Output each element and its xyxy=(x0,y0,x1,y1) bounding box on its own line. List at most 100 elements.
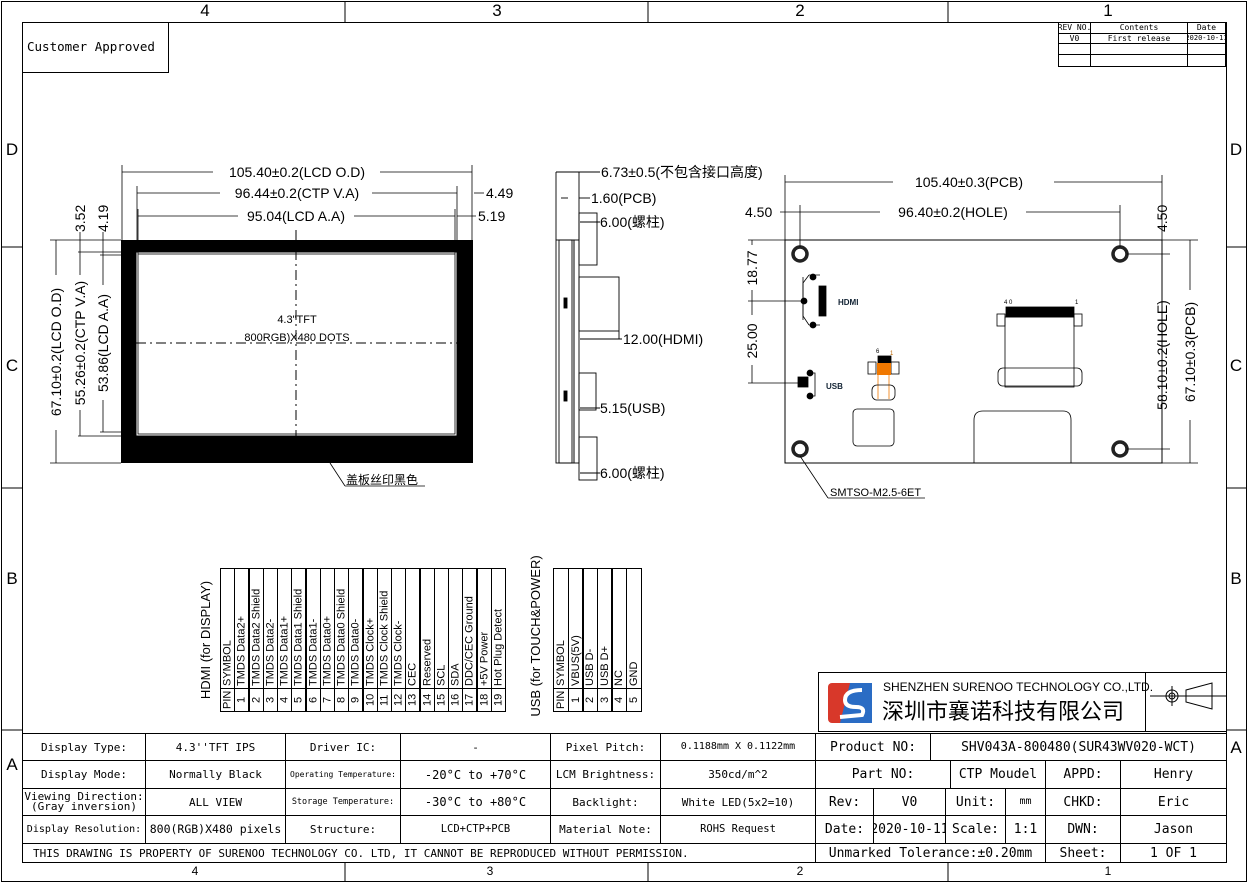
dim-right-offset-2: 5.19 xyxy=(478,208,505,224)
pin-symbol: TMDS Data2+ xyxy=(235,616,248,686)
pin-table-row: TMDS Clock-12 xyxy=(391,568,406,712)
pin-symbol: TMDS Data1 Shield xyxy=(292,588,305,686)
pin-number: 5 xyxy=(628,696,640,704)
dim-lcd-od-height: 67.10±0.2(LCD O.D) xyxy=(48,288,64,416)
pin-symbol: CEC xyxy=(406,662,419,686)
pin-number: 6 xyxy=(307,696,320,704)
pin-number: 10 xyxy=(364,693,377,707)
pin-number: 15 xyxy=(435,693,448,707)
pin-table-row: USB D- 2 xyxy=(582,568,598,712)
dim-top-offset-2: 4.19 xyxy=(95,205,111,232)
pin-number: 9 xyxy=(349,696,362,704)
pin-number: 13 xyxy=(406,693,419,707)
pin-number: 1 xyxy=(570,696,582,704)
panel-size-text: 4.3"TFT xyxy=(277,314,317,326)
dim-hole-spacing-height: 58.10±0.2(HOLE) xyxy=(1154,300,1170,410)
pin-table-row: NC 4 xyxy=(611,568,627,712)
dim-usb-position: 25.00 xyxy=(744,323,760,358)
pin-table-row: VBUS(5V)1 xyxy=(568,568,584,712)
pin-table-row: SCL 15 xyxy=(434,568,449,712)
usb-table-title: USB (for TOUCH&POWER) xyxy=(528,555,543,716)
cover-print-note: 盖板丝印黑色 xyxy=(346,473,418,487)
pin-table-row: TMDS Data2+ 1 xyxy=(234,568,249,712)
usb-connector-label: USB xyxy=(826,382,843,391)
fpc-pin-right-label: 1 xyxy=(1075,300,1079,306)
conn-pin-left-label: 6 xyxy=(876,349,880,355)
pin-symbol: USB D+ xyxy=(599,645,611,686)
pin-number: 1 xyxy=(235,696,248,704)
dim-left-hole-offset: 4.50 xyxy=(745,204,772,220)
pin-symbol: SDA xyxy=(449,663,462,686)
pin-symbol: TMDS Data0 Shield xyxy=(335,588,348,686)
pin-symbol: SCL xyxy=(435,664,448,686)
frame-row-b-right: B xyxy=(1230,569,1242,588)
pin-symbol: TMDS Clock- xyxy=(392,620,405,686)
pin-symbol: Reserved xyxy=(421,638,434,686)
pin-symbol: USB D- xyxy=(584,648,596,686)
pin-table-row: CEC 13 xyxy=(405,568,420,712)
conn-pin-right-label: 1 xyxy=(890,351,894,357)
pin-number: 19 xyxy=(492,693,505,707)
frame-row-d-right: D xyxy=(1229,140,1243,159)
frame-col-1: 1 xyxy=(1103,1,1113,20)
pin-symbol: TMDS Clock Shield xyxy=(378,590,391,686)
pin-table-row: TMDS Data1+4 xyxy=(277,568,292,712)
pin-table-row: TMDS Data1- 6 xyxy=(306,568,321,712)
frame-col-3-bottom: 3 xyxy=(486,864,494,878)
pin-header: PIN xyxy=(221,690,234,710)
pin-symbol: Hot Plug Detect xyxy=(492,608,505,686)
panel-resolution-text: 800RGB)X480 DOTS xyxy=(244,332,349,344)
dim-right-offset-1: 4.49 xyxy=(486,185,513,201)
pin-symbol: TMDS Data2- xyxy=(264,618,277,686)
pin-number: 14 xyxy=(421,693,434,707)
pin-symbol: DDC/CEC Ground xyxy=(463,596,476,686)
frame-row-a-right: A xyxy=(1230,738,1242,757)
frame-col-4: 4 xyxy=(200,1,210,20)
pin-number: 3 xyxy=(599,696,611,704)
company-name-en: SHENZHEN SURENOO TECHNOLOGY CO.,LTD. xyxy=(883,680,1154,694)
pin-number: 8 xyxy=(335,696,348,704)
side-view xyxy=(555,171,622,481)
back-view: HDMI USB 4 0 1 6 1 105.40±0.3(PCB) 96.40… xyxy=(744,174,1198,499)
frame-col-2: 2 xyxy=(795,1,805,20)
projection-symbol-icon xyxy=(1150,682,1226,710)
frame-col-2-bottom: 2 xyxy=(796,864,804,878)
pin-symbol: TMDS Data0- xyxy=(349,618,362,686)
dim-lcd-od-width: 105.40±0.2(LCD O.D) xyxy=(229,164,365,180)
pin-symbol: TMDS Data1- xyxy=(307,618,320,686)
dim-standoff-top: 6.00(螺柱) xyxy=(600,214,665,230)
dim-lcd-aa-width: 95.04(LCD A.A) xyxy=(247,208,345,224)
pin-table-row: TMDS Clock Shield 11 xyxy=(377,568,392,712)
dim-pcb-width: 105.40±0.3(PCB) xyxy=(915,174,1023,190)
hdmi-connector-label: HDMI xyxy=(838,298,858,307)
dim-pcb-height: 67.10±0.3(PCB) xyxy=(1182,302,1198,402)
frame-row-c: C xyxy=(5,356,19,375)
pin-number: 11 xyxy=(378,694,391,706)
pin-table-header-column: SYMBOL PIN xyxy=(553,568,569,712)
standoff-part-label: SMTSO-M2.5-6ET xyxy=(830,487,921,499)
pin-number: 2 xyxy=(250,696,263,704)
dim-hdmi-position: 18.77 xyxy=(744,250,760,285)
pin-number: 18 xyxy=(478,693,491,707)
pin-symbol: NC xyxy=(613,670,625,686)
pin-number: 7 xyxy=(321,696,334,704)
projection-box xyxy=(1145,672,1227,732)
frame-col-4-bottom: 4 xyxy=(191,864,199,878)
dim-ctp-va-width: 96.44±0.2(CTP V.A) xyxy=(235,185,359,201)
symbol-header: SYMBOL xyxy=(555,640,567,686)
pin-number: 4 xyxy=(613,696,625,704)
pin-symbol: TMDS Data0+ xyxy=(321,616,334,686)
pin-number: 2 xyxy=(584,696,596,704)
pin-symbol: TMDS Clock+ xyxy=(364,617,377,686)
pin-header: PIN xyxy=(555,690,567,710)
pin-table-row: TMDS Data0 Shield 8 xyxy=(334,568,349,712)
pin-table-row: TMDS Data0+ 7 xyxy=(320,568,335,712)
frame-row-c-right: C xyxy=(1229,356,1243,375)
